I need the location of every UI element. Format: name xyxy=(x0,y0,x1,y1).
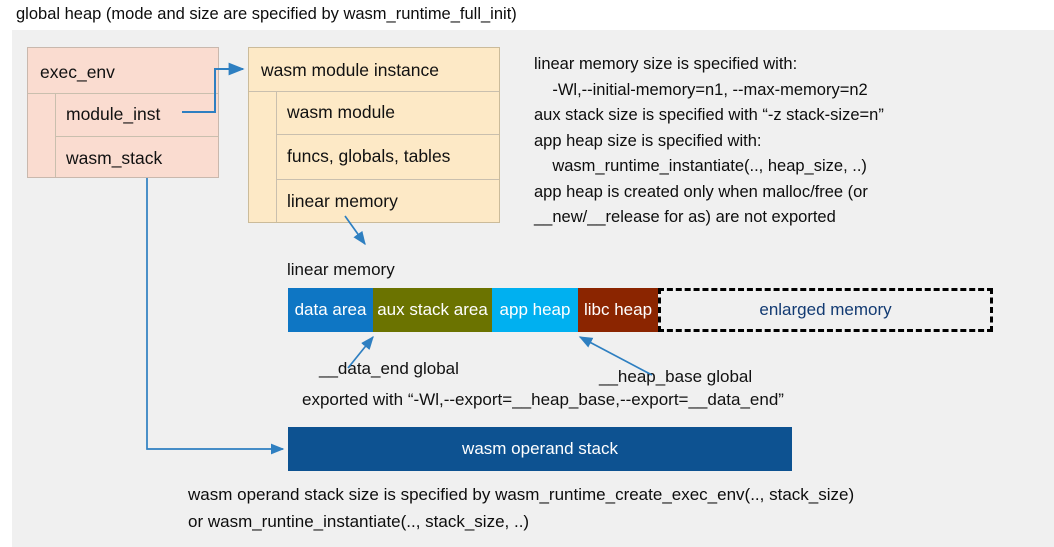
module-field-wasm-module: wasm module xyxy=(287,102,395,122)
data-end-annotation: __data_end global xyxy=(319,359,459,378)
notes-line-0: linear memory size is specified with: xyxy=(534,55,798,73)
memory-segment-enlarged-memory: enlarged memory xyxy=(658,288,993,332)
module-instance-header: wasm module instance xyxy=(261,60,439,80)
module-field-funcs-globals-tables: funcs, globals, tables xyxy=(287,146,451,166)
memory-segment-label: data area xyxy=(294,300,367,319)
notes-line-6: __new/__release for as) are not exported xyxy=(534,208,836,226)
notes-line-4: wasm_runtime_instantiate(.., heap_size, … xyxy=(534,157,867,175)
linear-memory-notes: linear memory size is specified with: -W… xyxy=(534,52,884,231)
wasm-module-instance-box: wasm module instance wasm module funcs, … xyxy=(248,47,500,223)
exec-env-field-wasm-stack: wasm_stack xyxy=(66,148,163,168)
memory-segment-label: enlarged memory xyxy=(759,300,892,319)
memory-segment-label: aux stack area xyxy=(377,300,488,319)
operand-stack-notes: wasm operand stack size is specified by … xyxy=(188,481,854,535)
memory-segment-libc-heap: libc heap xyxy=(578,288,658,332)
linear-memory-bar-label: linear memory xyxy=(287,260,395,279)
page-title: global heap (mode and size are specified… xyxy=(16,5,517,23)
memory-segment-label: app heap xyxy=(499,300,571,319)
exec-env-header: exec_env xyxy=(40,62,115,82)
exec-env-box: exec_env module_inst wasm_stack xyxy=(27,47,219,178)
memory-segment-data-area: data area xyxy=(288,288,373,332)
memory-segment-label: libc heap xyxy=(583,300,653,319)
notes-line-3: app heap size is specified with: xyxy=(534,131,762,150)
notes-line-1: -Wl,--initial-memory=n1, --max-memory=n2 xyxy=(534,80,868,99)
wasm-operand-stack-bar: wasm operand stack xyxy=(288,427,792,471)
notes-line-2: aux stack size is specified with “-z sta… xyxy=(534,106,884,124)
operand-stack-label: wasm operand stack xyxy=(462,439,618,458)
bottom-note-line-0: wasm operand stack size is specified by … xyxy=(188,485,855,504)
memory-segment-aux-stack-area: aux stack area xyxy=(373,288,492,332)
module-field-linear-memory: linear memory xyxy=(287,191,398,211)
linear-memory-bar: data area aux stack area app heap libc h… xyxy=(288,288,993,332)
memory-segment-app-heap: app heap xyxy=(492,288,578,332)
exec-env-field-module-inst: module_inst xyxy=(66,104,161,124)
bottom-note-line-1: or wasm_runtine_instantiate(.., stack_si… xyxy=(188,512,530,531)
heap-base-annotation: __heap_base global xyxy=(599,367,753,386)
exported-with-annotation: exported with “-Wl,--export=__heap_base,… xyxy=(302,390,784,409)
notes-line-5: app heap is created only when malloc/fre… xyxy=(534,182,868,201)
